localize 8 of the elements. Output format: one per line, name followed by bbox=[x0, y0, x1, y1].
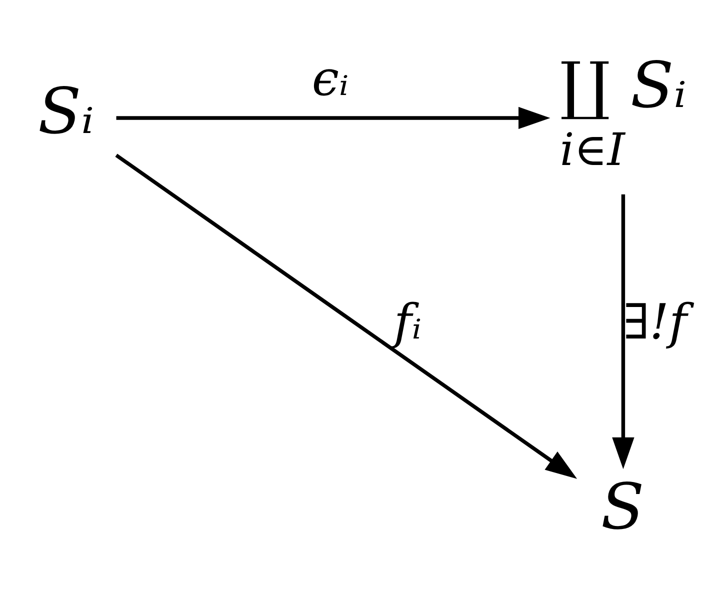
node-text: Sᵢ bbox=[38, 74, 94, 148]
arrow bbox=[115, 153, 578, 478]
edge-label: ϵᵢ bbox=[312, 50, 349, 107]
node-text: ∐ Sᵢ i∈I bbox=[560, 48, 687, 176]
node-text: S bbox=[600, 468, 644, 543]
arrow bbox=[116, 106, 550, 129]
edge-label: fᵢ bbox=[394, 294, 422, 350]
arrow bbox=[612, 194, 634, 469]
